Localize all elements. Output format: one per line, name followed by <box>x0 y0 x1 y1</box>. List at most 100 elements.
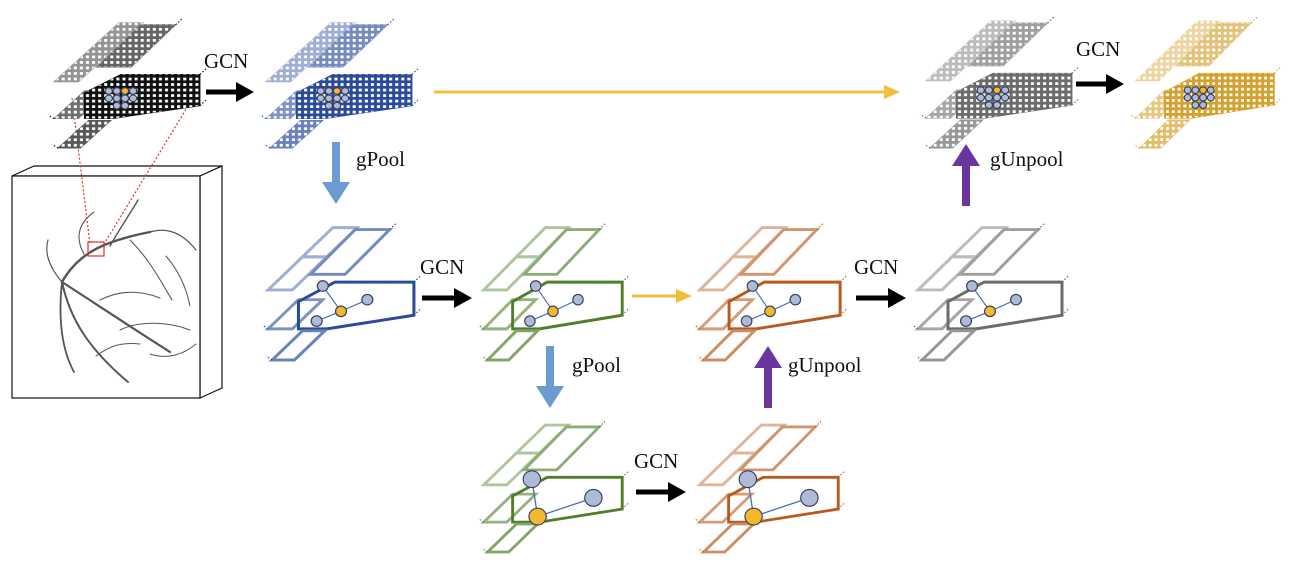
vessel-edge <box>921 330 974 361</box>
level4-unpooled-graph <box>919 16 1079 149</box>
retina-vessel-tree <box>46 199 197 383</box>
depth-edges <box>1129 16 1281 149</box>
level3-unpooled-graph <box>693 223 847 362</box>
gpool-arrow-1 <box>322 142 350 204</box>
graph-node <box>324 87 334 95</box>
vessel-edge <box>483 493 536 523</box>
graph-node <box>340 87 350 95</box>
vessel-edge <box>523 426 600 471</box>
gcn-arrow-2 <box>422 288 472 308</box>
pixel-grid <box>1164 73 1275 119</box>
gcn-arrow-5 <box>1076 74 1124 94</box>
vessel-segment <box>737 228 821 276</box>
pixel-grid <box>1139 120 1190 149</box>
graph-node <box>324 101 334 110</box>
gunpool-label-1: gUnpool <box>788 353 862 377</box>
vessel-segment <box>512 423 572 455</box>
graph-node <box>740 315 753 327</box>
selected-node <box>983 305 996 318</box>
graph-node <box>965 280 978 292</box>
graph-node <box>976 93 986 102</box>
vessel-edge <box>515 226 569 258</box>
output-graph <box>1129 16 1281 149</box>
graph-node <box>1199 93 1208 102</box>
graph-nodes <box>976 86 1010 109</box>
graph-node <box>1191 86 1200 95</box>
graph-nodes <box>738 470 819 526</box>
vessel-edge <box>301 226 358 258</box>
graph-node <box>104 94 114 103</box>
graph-node <box>584 488 603 507</box>
graph-nodes <box>740 280 802 327</box>
selected-node <box>764 305 776 318</box>
depth-edges <box>919 16 1079 149</box>
graph-node <box>1191 93 1200 102</box>
vessel-edge <box>703 523 754 553</box>
pixel-grid <box>296 74 412 119</box>
graph-node <box>1206 93 1215 102</box>
vessel-edge <box>731 424 785 454</box>
graph-nodes <box>524 280 584 327</box>
graph-node <box>1009 293 1022 306</box>
depth-edges <box>261 223 421 361</box>
graph-node <box>104 87 114 95</box>
graph-node <box>984 86 994 95</box>
graph-node <box>789 293 802 306</box>
graph-node <box>1199 101 1208 109</box>
pixel-grid <box>968 22 1048 66</box>
graph-nodes <box>959 280 1022 327</box>
graph-node <box>361 293 374 306</box>
pixel-grid <box>1168 21 1221 50</box>
graph-node <box>310 315 323 327</box>
vessel-edge <box>951 226 1006 258</box>
vessel-edge <box>515 424 569 454</box>
zoom-connector-lines <box>71 97 189 245</box>
graph-node <box>976 86 986 95</box>
selected-node <box>120 87 130 95</box>
depth-edges <box>693 420 845 553</box>
graph-nodes <box>1183 86 1215 109</box>
vessel-segment <box>728 423 788 455</box>
vessel-edge <box>739 426 816 471</box>
selected-node <box>528 507 547 526</box>
level4-graph <box>911 223 1069 362</box>
pixel-grid <box>84 74 200 119</box>
graph-node <box>1183 93 1192 102</box>
gcn-arrow-3 <box>636 482 686 502</box>
graph-node <box>332 94 342 103</box>
graph-node <box>992 93 1002 102</box>
graph-node <box>332 101 342 110</box>
zoom-region-box <box>87 241 105 257</box>
pixel-grid <box>300 22 356 51</box>
retina-image-panel <box>11 165 223 399</box>
graph-node <box>324 94 334 103</box>
vessel-segment <box>480 492 540 524</box>
graph-node <box>522 470 542 489</box>
skip-connection-2 <box>632 289 692 303</box>
selected-node <box>992 86 1002 95</box>
gpool-arrow-2 <box>536 346 564 408</box>
graph-node <box>340 94 350 103</box>
vessel-edge <box>483 298 536 330</box>
vessel-edge <box>310 228 390 275</box>
graph-node <box>572 293 584 306</box>
vessel-edge <box>740 228 817 275</box>
gcn-label-1: GCN <box>204 49 248 73</box>
graph-node <box>128 94 138 103</box>
graph-node <box>316 87 326 95</box>
pixel-grid <box>58 120 111 148</box>
pixel-grid <box>930 120 983 149</box>
graph-nodes <box>316 87 350 110</box>
gcn-label-3: GCN <box>634 449 678 473</box>
vessel-edge <box>487 330 538 361</box>
graph-node <box>120 94 130 103</box>
pixel-grid <box>270 120 323 148</box>
graph-node <box>959 315 972 327</box>
gunpool-arrow-2 <box>952 144 980 206</box>
vessel-edge <box>512 281 623 303</box>
pixel-grid <box>1176 22 1252 66</box>
graph-node <box>1183 86 1192 95</box>
selected-node <box>332 87 342 95</box>
depth-edges <box>693 223 847 361</box>
